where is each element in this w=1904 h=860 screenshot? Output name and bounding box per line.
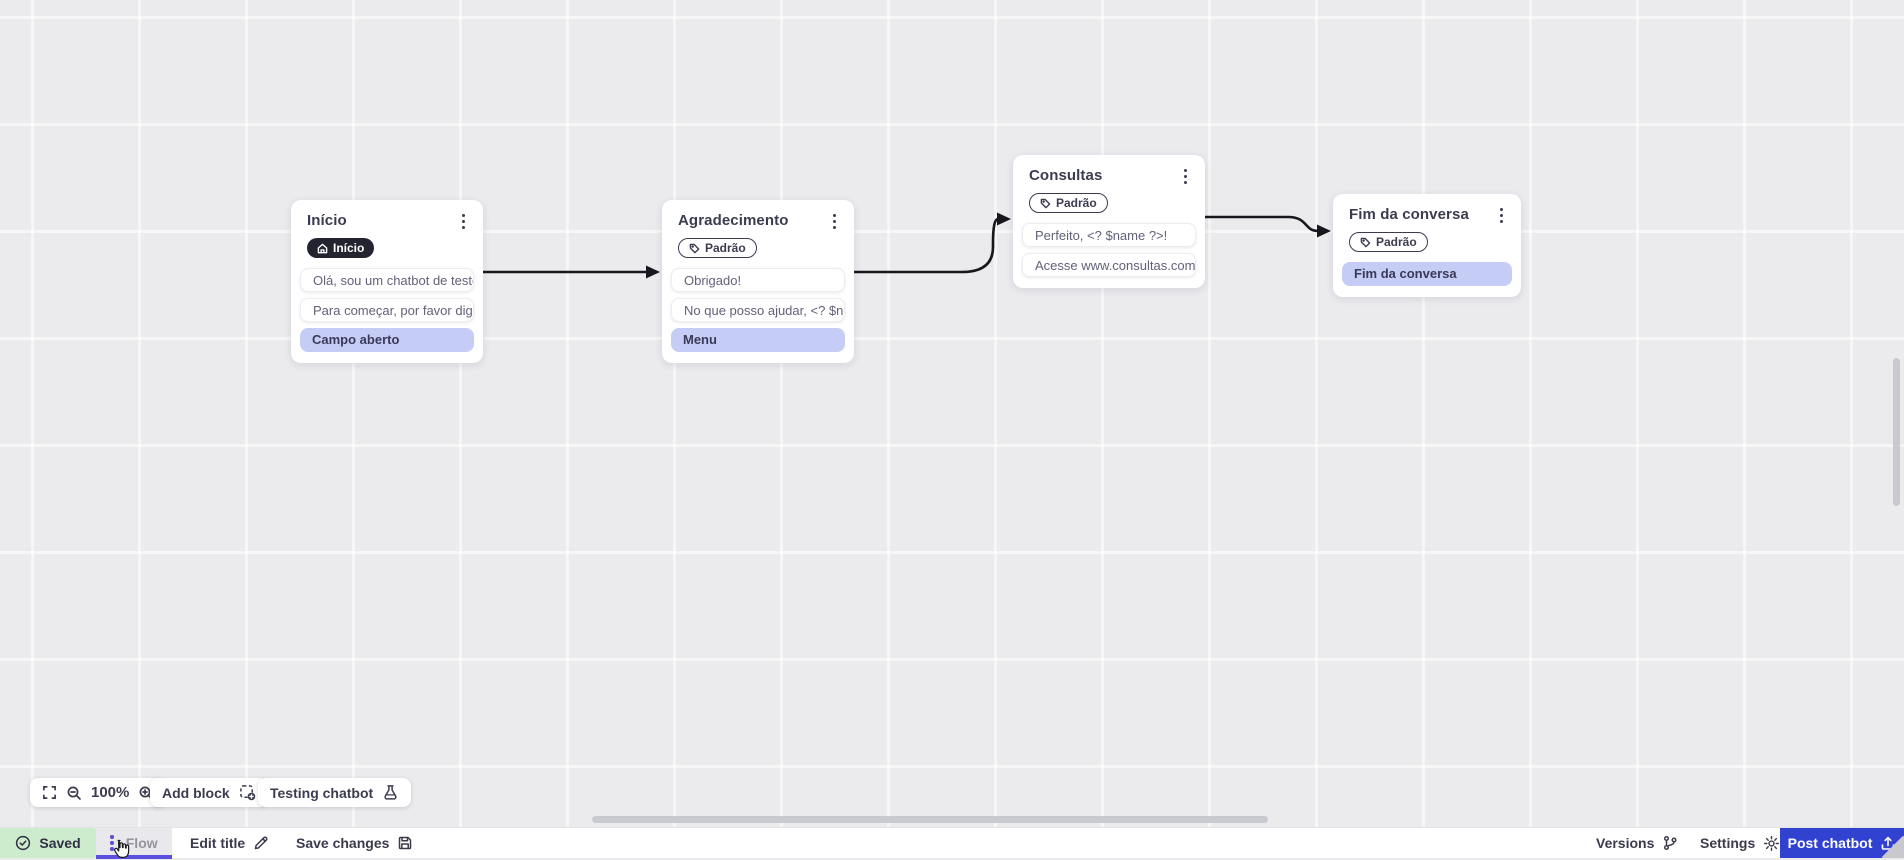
gear-icon: [1764, 835, 1780, 851]
kebab-menu-icon[interactable]: [831, 212, 838, 231]
check-circle-icon: [16, 835, 31, 851]
vertical-scrollbar[interactable]: [1893, 358, 1900, 506]
node-inicio[interactable]: Início Início Olá, sou um chatbot de tes…: [291, 200, 483, 363]
node-title: Fim da conversa: [1349, 206, 1469, 223]
input-block[interactable]: Campo aberto: [300, 327, 474, 352]
arrowhead: [646, 265, 660, 279]
tab-flow[interactable]: Flow: [96, 828, 172, 859]
zoom-level: 100%: [91, 784, 130, 801]
cursor-pointer-icon: [114, 839, 130, 858]
tag-badge: Padrão: [1029, 193, 1108, 213]
kebab-menu-icon[interactable]: [1182, 167, 1189, 186]
node-fim-da-conversa[interactable]: Fim da conversa Padrão Fim da conversa: [1333, 194, 1521, 297]
flask-icon: [384, 785, 397, 800]
tag-icon: [1040, 198, 1051, 208]
message-block[interactable]: Perfeito, <? $name ?>!: [1022, 222, 1196, 247]
node-title: Início: [307, 212, 347, 229]
add-block-icon: [239, 785, 255, 801]
arrowhead: [1317, 224, 1331, 238]
home-icon: [317, 243, 328, 253]
flow-connections: [481, 212, 1331, 279]
start-badge: Início: [307, 238, 375, 258]
pencil-icon: [254, 836, 268, 850]
settings-button[interactable]: Settings: [1700, 828, 1780, 858]
saved-status: Saved: [0, 828, 96, 858]
floppy-disk-icon: [399, 836, 412, 850]
edit-title-button[interactable]: Edit title: [190, 828, 269, 858]
end-block[interactable]: Fim da conversa: [1342, 261, 1512, 286]
git-branch-icon: [1664, 835, 1677, 851]
tag-badge: Padrão: [1349, 232, 1428, 252]
message-block[interactable]: Para começar, por favor digite o ...: [300, 297, 474, 322]
tag-icon: [689, 243, 700, 253]
versions-button[interactable]: Versions: [1596, 828, 1678, 858]
arrowhead: [997, 212, 1011, 226]
flow-options-icon[interactable]: [110, 835, 114, 851]
flow-canvas[interactable]: Início Início Olá, sou um chatbot de tes…: [0, 0, 1904, 827]
node-title: Consultas: [1029, 167, 1103, 184]
save-changes-button[interactable]: Save changes: [296, 828, 413, 858]
tag-icon: [1360, 237, 1371, 247]
node-title: Agradecimento: [678, 212, 789, 229]
zoom-controls: 100%: [30, 778, 167, 807]
message-block[interactable]: No que posso ajudar, <? $name ...: [671, 297, 845, 322]
fit-screen-button[interactable]: [42, 785, 57, 800]
edge-consultas-fim: [1203, 215, 1320, 233]
bottom-bar: Saved Flow Edit title Save changes Versi…: [0, 827, 1904, 859]
edge-agradecimento-consultas: [852, 217, 1000, 274]
node-agradecimento[interactable]: Agradecimento Padrão Obrigado! No que po…: [662, 200, 854, 363]
message-block[interactable]: Olá, sou um chatbot de teste!: [300, 267, 474, 292]
zoom-out-button[interactable]: [66, 785, 82, 801]
kebab-menu-icon[interactable]: [1498, 206, 1505, 225]
testing-chatbot-button[interactable]: Testing chatbot: [258, 778, 412, 807]
node-consultas[interactable]: Consultas Padrão Perfeito, <? $name ?>! …: [1013, 155, 1205, 288]
add-block-button[interactable]: Add block: [150, 778, 268, 807]
publish-icon: [1882, 836, 1895, 850]
post-chatbot-button[interactable]: Post chatbot: [1780, 828, 1904, 858]
fullscreen-icon: [43, 786, 56, 799]
saved-label: Saved: [39, 835, 81, 851]
tag-badge: Padrão: [678, 238, 757, 258]
message-block[interactable]: Obrigado!: [671, 267, 845, 292]
message-block[interactable]: Acesse www.consultas.com par...: [1022, 252, 1196, 277]
input-block[interactable]: Menu: [671, 327, 845, 352]
flow-tab-label: Flow: [125, 835, 158, 851]
zoom-out-icon: [67, 786, 81, 800]
kebab-menu-icon[interactable]: [460, 212, 467, 231]
horizontal-scrollbar[interactable]: [592, 816, 1268, 823]
